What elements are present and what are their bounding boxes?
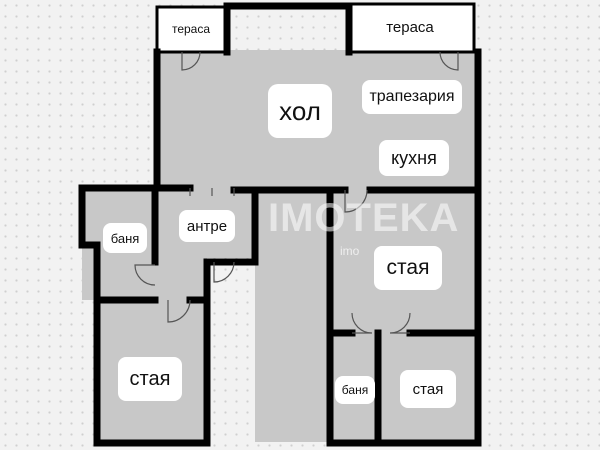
corridor-floor bbox=[255, 192, 330, 442]
label-bedroom-right: стая bbox=[374, 246, 442, 290]
label-entrance: антре bbox=[179, 210, 235, 242]
label-terrace-left: тераса bbox=[164, 15, 218, 43]
door-bedroom-left bbox=[167, 299, 191, 323]
label-bathroom-left: баня bbox=[103, 223, 147, 253]
door-terrace-right bbox=[439, 51, 459, 71]
door-terrace-left bbox=[181, 51, 201, 71]
door-swings bbox=[134, 51, 459, 334]
label-bedroom-small: стая bbox=[400, 370, 456, 408]
door-bedroom-small bbox=[389, 312, 411, 334]
door-bath-right bbox=[351, 312, 373, 334]
door-antre-lower bbox=[213, 261, 235, 283]
door-bedroom-right bbox=[344, 189, 368, 213]
label-living-room: хол bbox=[268, 84, 332, 138]
door-bath-left bbox=[134, 264, 156, 286]
label-bathroom-right: баня bbox=[335, 376, 375, 404]
label-dining-room: трапезария bbox=[362, 80, 462, 114]
label-bedroom-left: стая bbox=[118, 357, 182, 401]
label-terrace-right: тераса bbox=[376, 12, 444, 42]
label-kitchen: кухня bbox=[379, 140, 449, 176]
walls bbox=[78, 2, 482, 447]
